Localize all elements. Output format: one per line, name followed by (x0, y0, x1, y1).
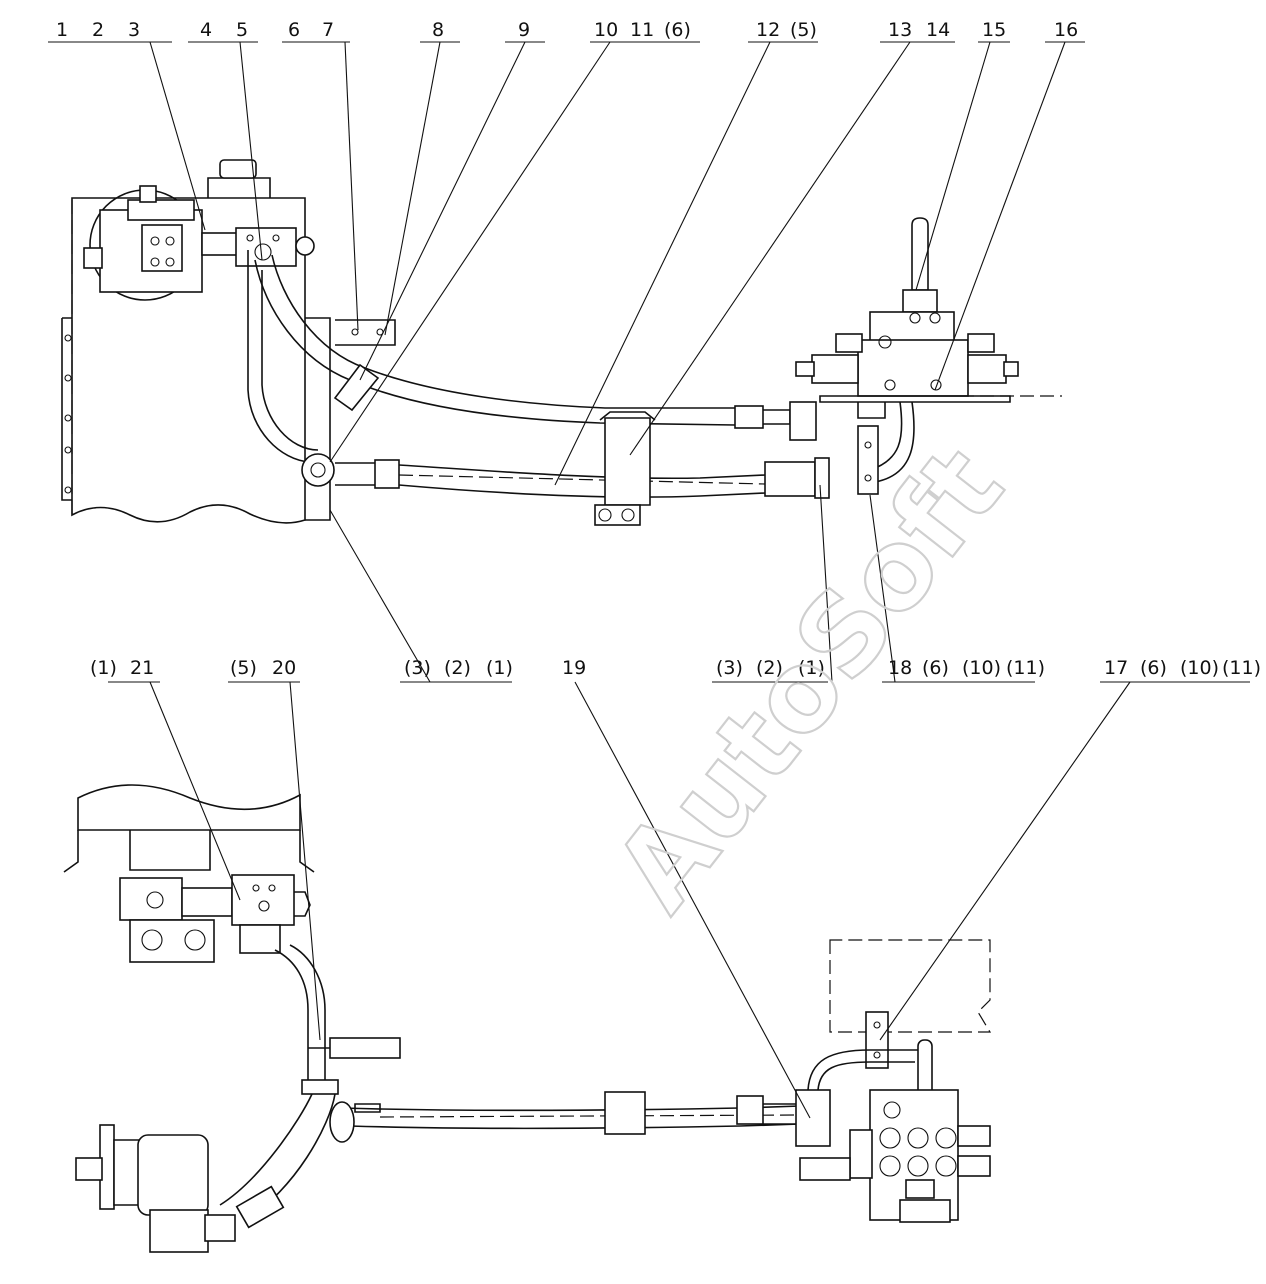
lower-pressure-pipe (219, 944, 401, 1229)
lower-suction-block (119, 874, 311, 963)
label-10: 10 (594, 19, 618, 41)
suction-block (235, 227, 315, 267)
label-group1-2: (2) (444, 657, 471, 679)
label-19: 19 (562, 657, 586, 679)
lower-main-hose (329, 1091, 801, 1143)
multiway-valve (795, 217, 1062, 495)
label-18-11: (11) (1006, 657, 1045, 679)
label-group2-3: (3) (716, 657, 743, 679)
label-7: 7 (322, 19, 334, 41)
label-9: 9 (518, 19, 530, 41)
label-6-ref: (6) (664, 19, 691, 41)
gear-pump (83, 185, 239, 301)
label-17-10: (10) (1180, 657, 1219, 679)
label-2: 2 (92, 19, 104, 41)
label-18: 18 (888, 657, 912, 679)
label-6: 6 (288, 19, 300, 41)
label-20: 20 (272, 657, 296, 679)
return-hose (301, 453, 830, 499)
label-17-6: (6) (1140, 657, 1167, 679)
lower-control-valve (795, 939, 992, 1223)
pressure-hose (247, 250, 817, 463)
label-8: 8 (432, 19, 444, 41)
label-13: 13 (888, 19, 912, 41)
label-5: 5 (236, 19, 248, 41)
label-15: 15 (982, 19, 1006, 41)
hose-clamp (333, 319, 396, 412)
label-5-ref-lower: (5) (230, 657, 257, 679)
label-16: 16 (1054, 19, 1078, 41)
cab-outline (63, 784, 315, 873)
label-group1-1: (1) (486, 657, 513, 679)
top-view (61, 159, 1062, 526)
label-group1-3: (3) (404, 657, 431, 679)
label-21: 21 (130, 657, 154, 679)
label-group2-1: (1) (798, 657, 825, 679)
bottom-view (63, 784, 992, 1253)
label-17: 17 (1104, 657, 1128, 679)
label-18-10: (10) (962, 657, 1001, 679)
label-4: 4 (200, 19, 212, 41)
label-1-ref: (1) (90, 657, 117, 679)
callout-labels: 1 2 3 4 5 6 7 8 9 10 11 (6) 12 (5) 13 14… (56, 19, 1261, 679)
callout-leaders (48, 41, 1250, 1119)
label-18-6: (6) (922, 657, 949, 679)
label-12: 12 (756, 19, 780, 41)
label-5-ref: (5) (790, 19, 817, 41)
label-14: 14 (926, 19, 950, 41)
label-1: 1 (56, 19, 68, 41)
label-17-11: (11) (1222, 657, 1261, 679)
support-bracket (594, 411, 656, 526)
label-11: 11 (630, 19, 654, 41)
label-group2-2: (2) (756, 657, 783, 679)
label-3: 3 (128, 19, 140, 41)
hydraulic-tank (61, 159, 331, 524)
lower-gear-pump (75, 1124, 236, 1253)
